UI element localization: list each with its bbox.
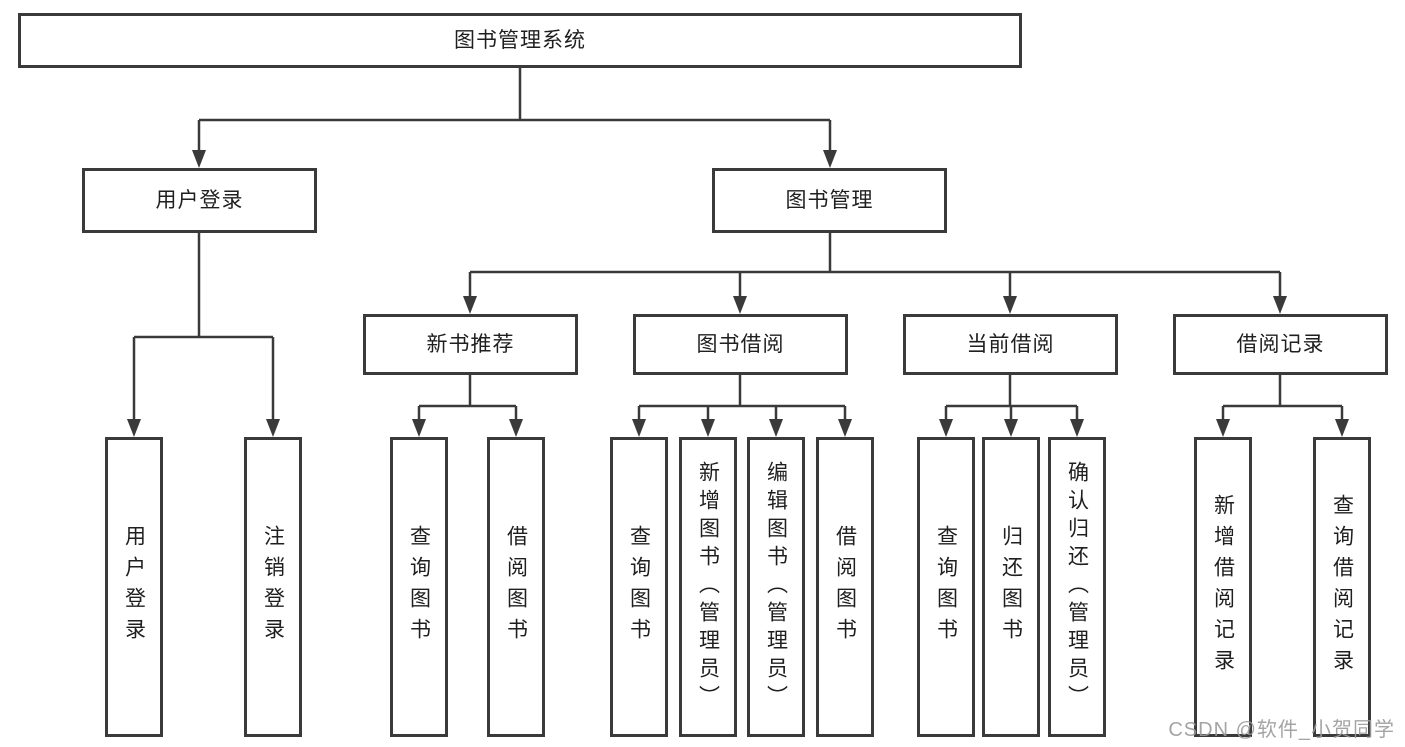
node-label: 查询借阅记录 xyxy=(1330,494,1354,680)
leaf-add-borrow-record: 新增借阅记录 xyxy=(1194,437,1252,737)
node-label: 图书管理系统 xyxy=(454,29,586,52)
node-label: 注销登录 xyxy=(261,525,285,649)
node-label: 归还图书 xyxy=(999,525,1023,649)
node-book-borrowing: 图书借阅 xyxy=(633,314,848,375)
node-label: 图书借阅 xyxy=(696,333,785,356)
csdn-watermark: CSDN @软件_小贺同学 xyxy=(1168,719,1395,741)
node-label: 新增借阅记录 xyxy=(1211,494,1235,680)
node-library-system: 图书管理系统 xyxy=(18,13,1022,68)
leaf-confirm-return-admin: 确认归还（管理员） xyxy=(1048,437,1106,737)
node-label: 图书管理 xyxy=(785,189,874,212)
leaf-borrow-books-borrowing: 借阅图书 xyxy=(816,437,874,737)
node-borrowing-records: 借阅记录 xyxy=(1173,314,1388,375)
leaf-return-books: 归还图书 xyxy=(982,437,1040,737)
node-label: 确认归还（管理员） xyxy=(1065,461,1089,713)
leaf-add-books-admin: 新增图书（管理员） xyxy=(679,437,737,737)
node-label: 用户登录 xyxy=(122,525,146,649)
node-label: 编辑图书（管理员） xyxy=(764,461,788,713)
leaf-query-books-current: 查询图书 xyxy=(917,437,975,737)
node-label: 借阅记录 xyxy=(1236,333,1325,356)
node-user-login: 用户登录 xyxy=(82,168,317,233)
leaf-user-login: 用户登录 xyxy=(105,437,163,737)
node-label: 查询图书 xyxy=(934,525,958,649)
node-label: 借阅图书 xyxy=(833,525,857,649)
leaf-query-books-borrowing: 查询图书 xyxy=(610,437,668,737)
node-label: 查询图书 xyxy=(407,525,431,649)
node-label: 查询图书 xyxy=(627,525,651,649)
leaf-logout: 注销登录 xyxy=(244,437,302,737)
leaf-query-borrow-record: 查询借阅记录 xyxy=(1313,437,1371,737)
leaf-query-books-recommend: 查询图书 xyxy=(390,437,448,737)
tree-edges xyxy=(132,68,1344,433)
node-label: 用户登录 xyxy=(155,189,244,212)
node-current-borrowing: 当前借阅 xyxy=(903,314,1118,375)
node-label: 新增图书（管理员） xyxy=(696,461,720,713)
leaf-edit-books-admin: 编辑图书（管理员） xyxy=(747,437,805,737)
node-label: 借阅图书 xyxy=(504,525,528,649)
node-label: 当前借阅 xyxy=(966,333,1055,356)
arrowheads xyxy=(127,150,1349,437)
node-new-book-recommend: 新书推荐 xyxy=(363,314,578,375)
leaf-borrow-books-recommend: 借阅图书 xyxy=(487,437,545,737)
node-book-management: 图书管理 xyxy=(712,168,947,233)
node-label: 新书推荐 xyxy=(426,333,515,356)
